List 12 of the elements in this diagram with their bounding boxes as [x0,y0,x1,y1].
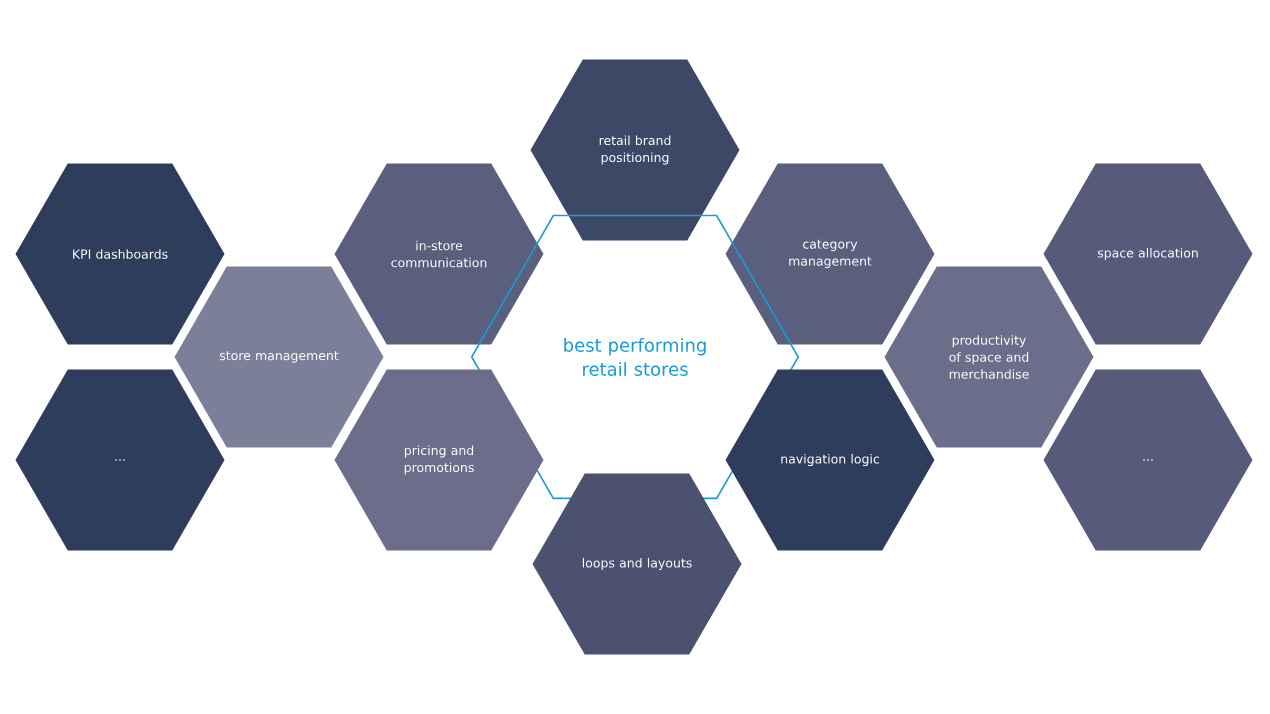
hexagon-tile: KPI dashboards [15,163,225,345]
hexagon-tile: in-store communication [334,163,544,345]
hexagon-tile: pricing and promotions [334,369,544,551]
hexagon-tile: category management [725,163,935,345]
hexagon-tile: navigation logic [725,369,935,551]
hexagon-tile: ... [1043,369,1253,551]
hexagon-tile: ... [15,369,225,551]
hexagon-tile: retail brand positioning [530,59,740,241]
hexagon-tile: productivity of space and merchandise [884,266,1094,448]
hexagon-tile: store management [174,266,384,448]
hexagon-tile: loops and layouts [532,473,742,655]
hexagon-tile: space allocation [1043,163,1253,345]
